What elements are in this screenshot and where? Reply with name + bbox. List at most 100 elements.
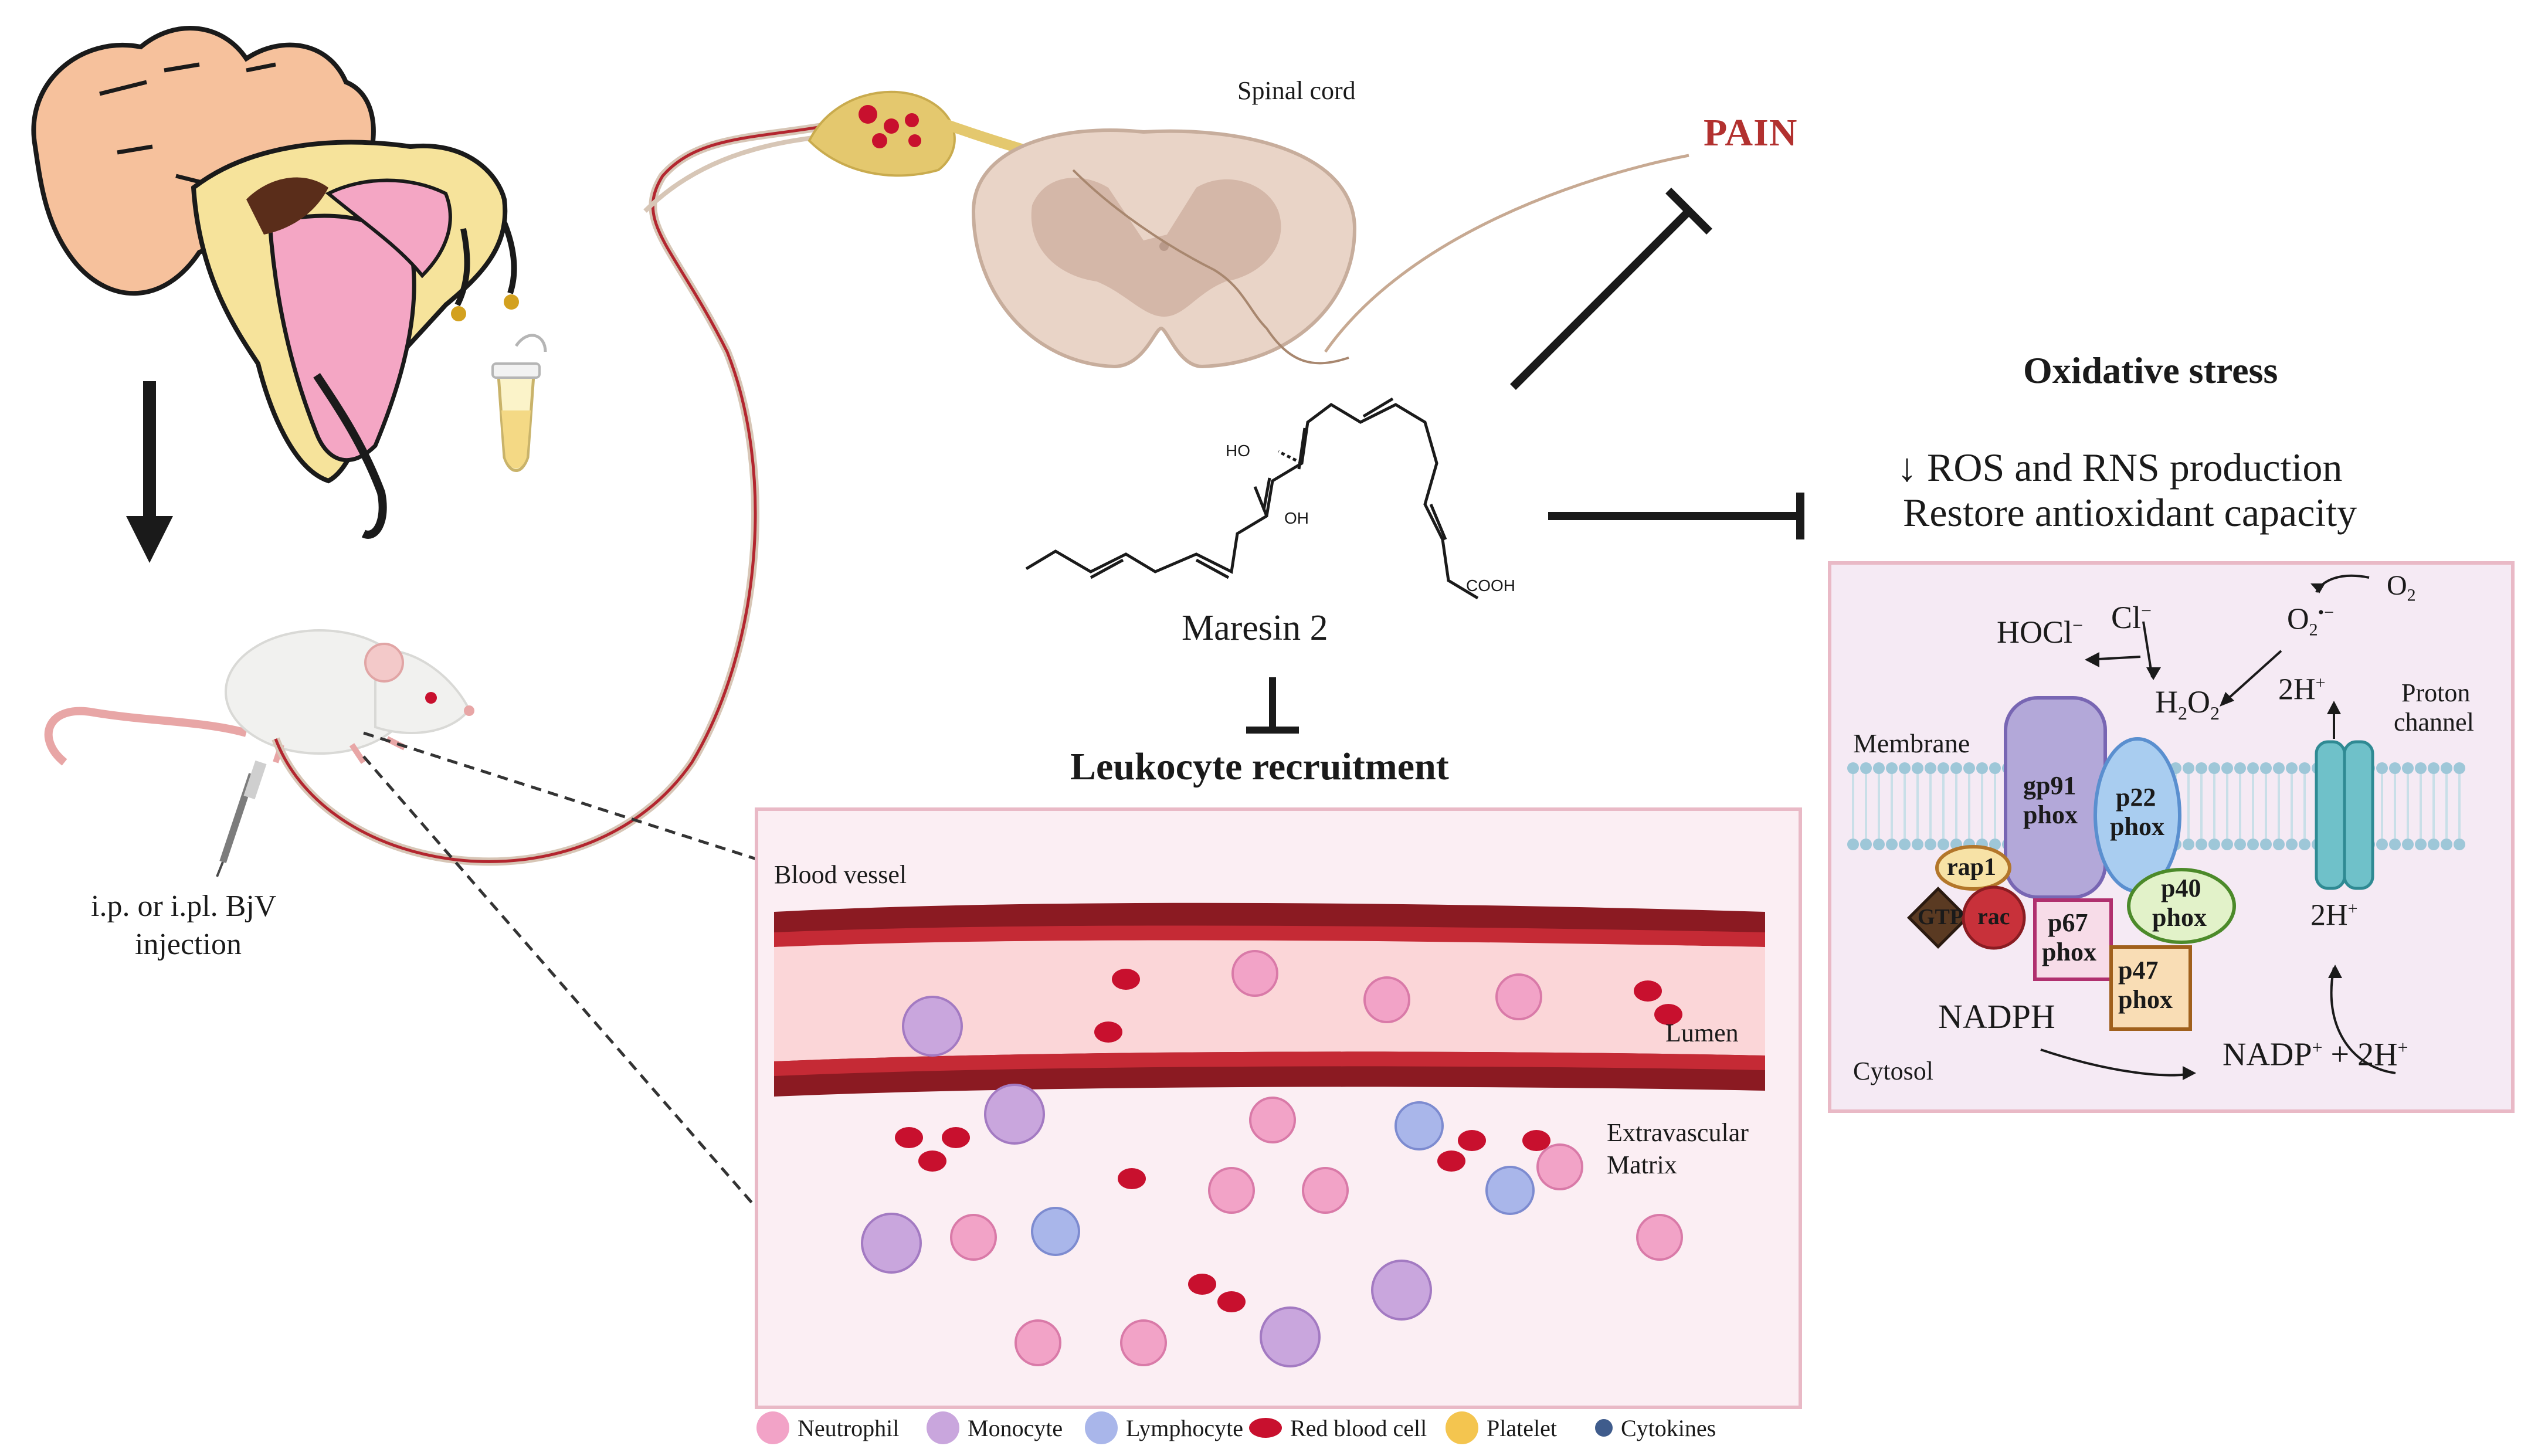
lipid-head — [2273, 762, 2285, 774]
lipid-head — [2402, 762, 2414, 774]
legend-label: Red blood cell — [1290, 1414, 1427, 1441]
neutrophil — [950, 1214, 997, 1261]
lipid-head — [1847, 839, 1859, 850]
lipid-head — [1925, 839, 1936, 850]
red-blood-cell — [1217, 1291, 1246, 1312]
legend-item: Lymphocyte — [1085, 1407, 1243, 1448]
neutrophil — [1302, 1167, 1349, 1214]
rap1-label: rap1 — [1947, 854, 1996, 881]
p47phox-label-line1: p47 — [2118, 956, 2159, 985]
nadph-label: NADPH — [1938, 997, 2055, 1036]
lipid-head — [2221, 762, 2233, 774]
legend-swatch-icon — [1085, 1411, 1118, 1444]
red-blood-cell — [1634, 980, 1662, 1002]
gp91phox-label-line2: phox — [2023, 800, 2078, 829]
lipid-head — [1873, 839, 1885, 850]
red-blood-cell — [1094, 1021, 1122, 1043]
legend-swatch-icon — [927, 1411, 959, 1444]
p67phox-label-line1: p67 — [2048, 908, 2088, 937]
lipid-head — [2441, 839, 2452, 850]
red-blood-cell — [1458, 1130, 1486, 1151]
leukocyte-recruitment-label: Leukocyte recruitment — [1070, 745, 1449, 788]
lipid-head — [2389, 762, 2401, 774]
neutrophil — [1636, 1214, 1683, 1261]
molecule-oh-label: OH — [1284, 509, 1309, 527]
hocl-label: HOCl− — [1997, 615, 2084, 650]
lipid-head — [2299, 839, 2310, 850]
lipid-head — [1938, 762, 1949, 774]
membrane-label: Membrane — [1853, 728, 1970, 758]
red-blood-cell — [1118, 1168, 1146, 1189]
p22phox-label-line2: phox — [2110, 812, 2164, 841]
lipid-head — [2208, 839, 2220, 850]
h2o2-label: H2O2 — [2155, 684, 2220, 724]
lipid-head — [2247, 762, 2259, 774]
pain-label: PAIN — [1704, 111, 1798, 154]
molecule-cooh-label: COOH — [1466, 576, 1515, 595]
red-blood-cell — [1188, 1274, 1216, 1295]
lipid-head — [1886, 839, 1898, 850]
monocyte — [902, 996, 963, 1057]
monocyte — [1260, 1306, 1321, 1367]
rac-label: rac — [1977, 903, 2010, 929]
lipid-head — [2428, 762, 2439, 774]
lipid-head — [2183, 762, 2194, 774]
red-blood-cell — [895, 1127, 923, 1148]
lipid-head — [2299, 762, 2310, 774]
lipid-head — [1873, 762, 1885, 774]
proton-channel-label-line2: channel — [2394, 708, 2474, 737]
gtp-label: GTP — [1918, 905, 1964, 929]
monocyte — [1371, 1260, 1432, 1321]
zoom-guide-lines — [362, 731, 758, 1209]
lipid-head — [1899, 762, 1911, 774]
lipid-head — [1989, 762, 2001, 774]
lipid-head — [2221, 839, 2233, 850]
legend-item: Neutrophil — [756, 1407, 899, 1448]
pain-fiber — [1324, 154, 1689, 353]
lipid-head — [2376, 839, 2388, 850]
lipid-head — [2196, 762, 2207, 774]
maresin-2-label: Maresin 2 — [1182, 608, 1328, 648]
gp91phox-label-line1: gp91 — [2023, 771, 2076, 800]
lipid-head — [1912, 762, 1923, 774]
lipid-head — [2196, 839, 2207, 850]
down-arrow-icon — [126, 381, 173, 563]
legend-label: Cytokines — [1621, 1414, 1716, 1441]
neutrophil — [1536, 1143, 1583, 1190]
snake-head-illustration — [31, 25, 547, 539]
lipid-head — [2428, 839, 2439, 850]
monocyte — [861, 1213, 922, 1274]
injection-label-line2: injection — [135, 928, 242, 961]
lipid-head — [1886, 762, 1898, 774]
antioxidant-capacity-label: Restore antioxidant capacity — [1903, 490, 2357, 535]
legend-swatch-icon — [1595, 1419, 1613, 1437]
neutrophil — [1249, 1097, 1296, 1143]
spinal-cord-section — [971, 128, 1357, 369]
neutrophil — [1014, 1319, 1061, 1366]
lipid-head — [2208, 762, 2220, 774]
lipid-head — [2415, 839, 2427, 850]
lipid-head — [2441, 762, 2452, 774]
monocyte — [984, 1084, 1045, 1145]
red-blood-cell — [1437, 1150, 1465, 1172]
lipid-head — [2454, 839, 2465, 850]
legend-label: Lymphocyte — [1126, 1414, 1243, 1441]
lipid-head — [1938, 839, 1949, 850]
legend-label: Neutrophil — [798, 1414, 900, 1441]
lumen-label: Lumen — [1665, 1019, 1739, 1047]
extravascular-label-line2: Matrix — [1607, 1150, 1677, 1179]
lipid-head — [2260, 762, 2272, 774]
red-blood-cell — [1522, 1130, 1550, 1151]
leukocyte-inhibition-arrow — [1246, 677, 1299, 734]
oxidative-stress-title: Oxidative stress — [2023, 349, 2278, 391]
injection-label-line1: i.p. or i.pl. BjV — [91, 890, 277, 923]
lipid-head — [2415, 762, 2427, 774]
nadp-label: NADP+ + 2H+ — [2223, 1036, 2408, 1073]
pain-inhibition-arrow — [1510, 188, 1712, 390]
lipid-head — [2183, 839, 2194, 850]
lymphocyte — [1394, 1101, 1444, 1150]
lipid-head — [2389, 839, 2401, 850]
proton-bottom-label: 2H+ — [2310, 898, 2358, 932]
p22phox-label-line1: p22 — [2116, 783, 2156, 812]
